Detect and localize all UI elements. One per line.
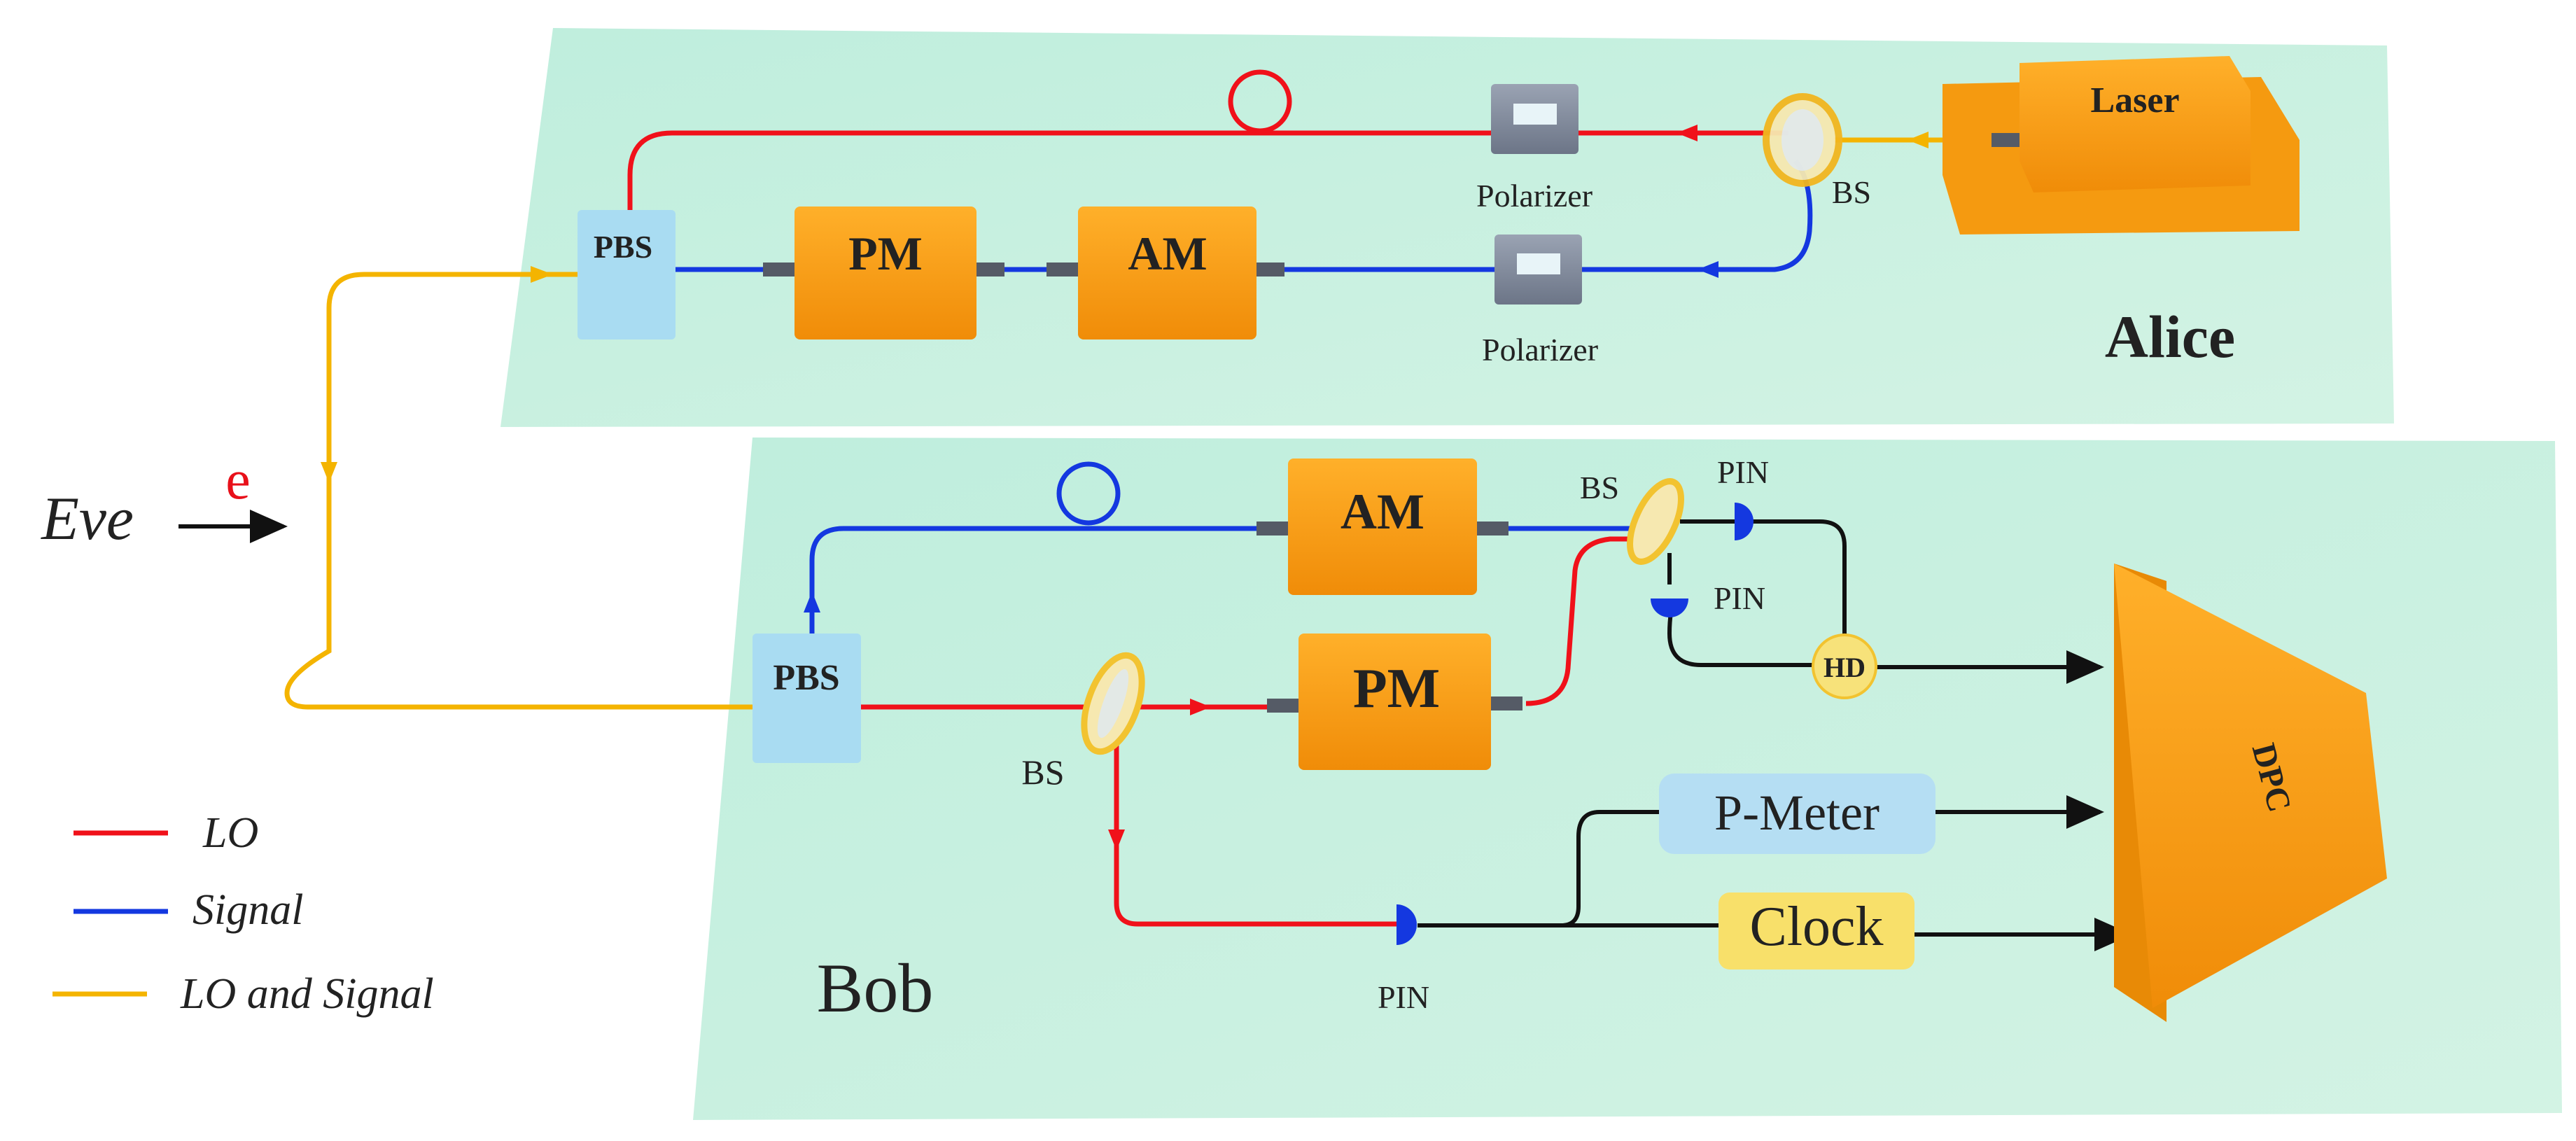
legend-lo-label: LO xyxy=(202,809,258,857)
legend: LO Signal LO and Signal xyxy=(52,809,434,1018)
clock-label: Clock xyxy=(1749,896,1883,958)
bob-am-label: AM xyxy=(1340,484,1424,540)
alice-pm-label: PM xyxy=(848,227,923,280)
alice-lo-fiber xyxy=(627,130,1788,259)
alice-am-label: AM xyxy=(1128,227,1207,280)
channel-fiber xyxy=(284,272,760,710)
bob-am-module: AM xyxy=(1256,458,1508,595)
laser-label: Laser xyxy=(2090,80,2179,120)
bob-lo-arrow xyxy=(1190,699,1211,715)
alice-beam-splitter: BS xyxy=(1763,93,1871,210)
channel-arrow-in xyxy=(531,266,553,283)
polarizer-top-label: Polarizer xyxy=(1476,178,1592,214)
clock: Clock xyxy=(1718,892,1914,969)
alice-lo-loop xyxy=(1228,69,1292,134)
channel-arrow-down xyxy=(321,462,337,483)
laser: Laser xyxy=(1942,56,2300,234)
alice-bs-label: BS xyxy=(1832,174,1871,210)
bob-pbs: PBS xyxy=(752,634,861,763)
alice-lo-arrow xyxy=(1676,125,1698,141)
alice-name: Alice xyxy=(2105,303,2235,370)
bob-signal-loop xyxy=(1056,461,1121,526)
bob-beam-splitter-lower: BS xyxy=(1021,652,1145,792)
bob-pm-label: PM xyxy=(1353,658,1440,720)
bob-lo-arrow-down xyxy=(1108,830,1125,850)
alice-laser-arrow xyxy=(1907,132,1928,148)
pin-bottom-label: PIN xyxy=(1378,979,1429,1015)
polarizer-bottom-label: Polarizer xyxy=(1482,332,1598,368)
alice-signal-arrow xyxy=(1698,261,1718,278)
homodyne-detector: HD xyxy=(1812,634,1877,699)
bob-lo-fiber-up xyxy=(1525,536,1645,706)
bob-bs-lower-label: BS xyxy=(1021,752,1064,792)
legend-combined-label: LO and Signal xyxy=(180,970,434,1018)
pin-detector-middle: PIN xyxy=(1651,553,1765,617)
bob-signal-arrow xyxy=(804,592,820,612)
polarizer-top: Polarizer xyxy=(1476,84,1592,214)
alice-pm-module: PM xyxy=(763,206,1004,340)
bob-name: Bob xyxy=(817,949,934,1027)
power-meter: P-Meter xyxy=(1659,774,1935,854)
pin-middle-label: PIN xyxy=(1714,580,1765,616)
pin-detector-top: PIN xyxy=(1680,454,1769,540)
alice-pbs-label: PBS xyxy=(594,229,652,265)
dpc-module: DPC xyxy=(2114,564,2387,1022)
pin-detector-bottom: PIN xyxy=(1378,904,1429,1015)
bob-pbs-label: PBS xyxy=(773,658,839,698)
hd-label: HD xyxy=(1823,652,1865,683)
bob-lo-fiber-down xyxy=(1114,721,1396,927)
alice-am-module: AM xyxy=(1046,206,1284,340)
bob-signal-fiber xyxy=(809,526,1638,658)
polarizer-bottom: Polarizer xyxy=(1482,234,1598,368)
legend-signal-label: Signal xyxy=(192,886,303,934)
eve-label: Eve xyxy=(40,485,134,553)
bob-beam-splitter-upper: BS xyxy=(1580,470,1684,565)
bob-pm-module: PM xyxy=(1267,634,1522,770)
pin-top-label: PIN xyxy=(1717,454,1769,490)
alice-pbs: PBS xyxy=(578,210,676,340)
pmeter-label: P-Meter xyxy=(1714,785,1879,841)
bob-bs-upper-label: BS xyxy=(1580,470,1619,505)
eve-marker: e xyxy=(225,449,251,511)
